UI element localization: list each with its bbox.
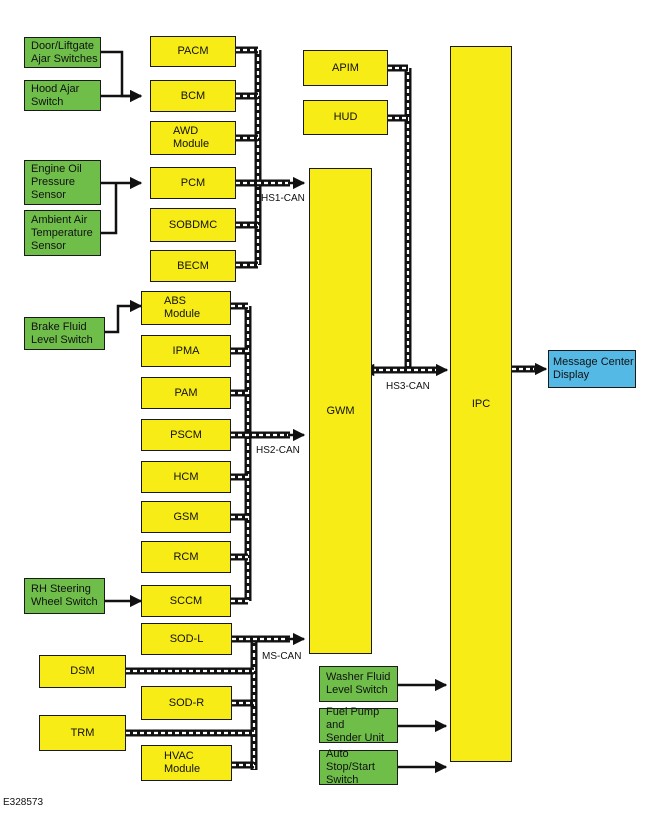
module-trm: TRM — [39, 715, 126, 751]
module-ipma: IPMA — [141, 335, 231, 367]
module-dsm: DSM — [39, 655, 126, 688]
module-gwm: GWM — [309, 168, 372, 654]
module-bcm: BCM — [150, 80, 236, 112]
hs1-can-label: HS1-CAN — [261, 193, 305, 204]
hs2-input-wires — [105, 299, 143, 608]
message-center-display: Message Center Display — [548, 350, 636, 388]
module-gsm: GSM — [141, 501, 231, 533]
module-hud: HUD — [303, 100, 388, 135]
hs3-can-bus — [361, 64, 449, 377]
ms-can-label: MS-CAN — [262, 651, 302, 662]
washer-fluid-level-switch: Washer Fluid Level Switch — [319, 666, 398, 702]
fuel-pump-sender-unit: Fuel Pump and Sender Unit — [319, 706, 398, 744]
ipc-wires — [398, 678, 448, 774]
door-liftgate-ajar-switches: Door/Liftgate Ajar Switches — [24, 37, 101, 68]
hood-ajar-switch: Hood Ajar Switch — [24, 80, 101, 111]
module-rcm: RCM — [141, 541, 231, 573]
module-pcm: PCM — [150, 167, 236, 199]
module-awd: AWD Module — [150, 121, 236, 155]
ms-can-bus — [126, 632, 306, 770]
hs2-can-bus — [231, 302, 306, 605]
hs1-input-wires — [101, 50, 143, 235]
module-pscm: PSCM — [141, 419, 231, 451]
module-pacm: PACM — [150, 36, 236, 67]
module-hcm: HCM — [141, 461, 231, 493]
module-ipc: IPC — [450, 46, 512, 762]
brake-fluid-level-switch: Brake Fluid Level Switch — [24, 317, 105, 350]
module-pam: PAM — [141, 377, 231, 409]
ambient-air-temperature-sensor: Ambient Air Temperature Sensor — [24, 210, 101, 256]
figure-id: E328573 — [3, 797, 44, 808]
module-becm: BECM — [150, 250, 236, 282]
module-sobdmc: SOBDMC — [150, 208, 236, 242]
hs2-can-label: HS2-CAN — [256, 445, 300, 456]
engine-oil-pressure-sensor: Engine Oil Pressure Sensor — [24, 160, 101, 205]
rh-steering-wheel-switch: RH Steering Wheel Switch — [24, 578, 105, 614]
module-sod-l: SOD-L — [141, 623, 232, 655]
module-apim: APIM — [303, 50, 388, 86]
module-hvac: HVAC Module — [141, 745, 232, 781]
module-sod-r: SOD-R — [141, 686, 232, 720]
hs3-can-label: HS3-CAN — [386, 381, 430, 392]
module-abs: ABS Module — [141, 291, 231, 325]
auto-stop-start-switch: Auto Stop/Start Switch — [319, 748, 398, 786]
module-sccm: SCCM — [141, 585, 231, 617]
hs1-can-bus — [236, 46, 306, 269]
